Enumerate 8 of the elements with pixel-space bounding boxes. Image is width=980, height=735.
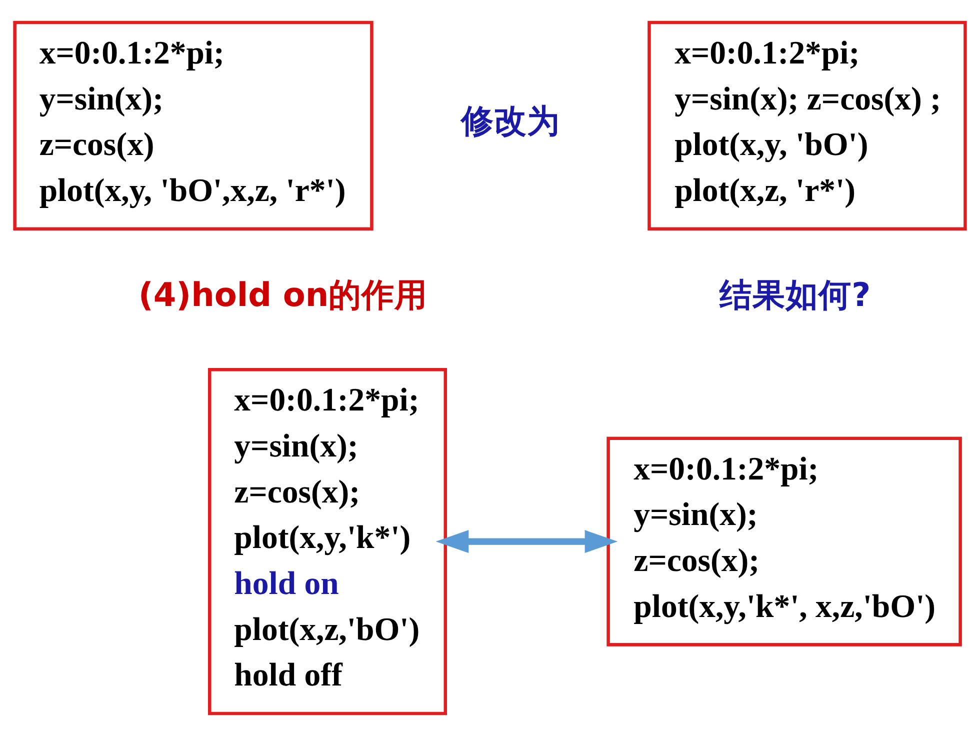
node-box: x=0:0.1:2*pi; y=sin(x); z=cos(x); plot(x,y,'k*') hold on plot(x,z,'bO') hold off (208, 368, 448, 715)
arrow (436, 530, 618, 553)
node-box: x=0:0.1:2*pi; y=sin(x); z=cos(x) ; plot(x,y, 'bO') plot(x,z, 'r*') (648, 20, 967, 230)
label: (4)hold on的作用 (138, 275, 428, 314)
node-box: x=0:0.1:2*pi; y=sin(x); z=cos(x) plot(x,y, 'bO',x,z, 'r*') (13, 20, 374, 230)
label: 修改为 (460, 102, 560, 140)
node-box: x=0:0.1:2*pi; y=sin(x); z=cos(x); plot(x,y,'k*', x,z,'bO') (606, 436, 962, 646)
node-label: 结果如何? (720, 275, 871, 314)
